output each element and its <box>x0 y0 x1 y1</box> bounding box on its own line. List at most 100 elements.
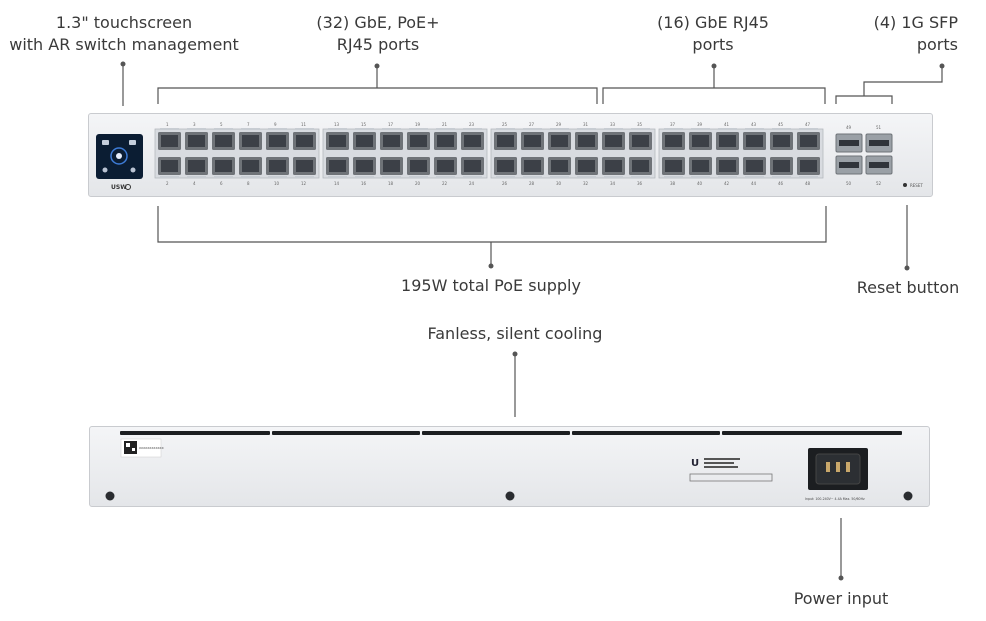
rj45-port-socket <box>605 135 622 147</box>
port-led <box>409 176 428 178</box>
power-inlet[interactable] <box>808 448 868 490</box>
port-number-bottom: 14 <box>334 181 340 186</box>
port-number-bottom: 36 <box>637 181 643 186</box>
port-number-bottom: 24 <box>469 181 475 186</box>
rj45-port-socket <box>356 135 373 147</box>
port-number-top: 13 <box>334 122 340 127</box>
screw-icon <box>903 491 913 501</box>
port-led <box>631 176 650 178</box>
gbe-ports-callout-line2: ports <box>692 35 734 54</box>
power-input-callout: Power input <box>793 589 889 608</box>
port-number-bottom: 34 <box>610 181 616 186</box>
port-led <box>355 176 374 178</box>
sfp-number-bottom: 50 <box>846 181 852 186</box>
port-led <box>577 128 596 130</box>
sfp-port-slot <box>869 162 889 168</box>
port-led <box>382 128 401 130</box>
rj45-port-socket <box>692 135 709 147</box>
port-number-top: 25 <box>502 122 508 127</box>
rj45-port-groups: 1234567891011121314151617181920212223242… <box>154 122 824 186</box>
port-number-bottom: 20 <box>415 181 421 186</box>
port-led <box>550 128 569 130</box>
port-led <box>436 128 455 130</box>
port-number-top: 41 <box>724 122 730 127</box>
device-label-text: XXXXXXXXXXXX <box>139 446 164 450</box>
spec-text-line <box>704 466 738 468</box>
port-number-bottom: 44 <box>751 181 757 186</box>
power-rating-text: Input: 100-240V~ 4.4A Max. 50/60Hz <box>805 497 865 501</box>
port-number-top: 21 <box>442 122 448 127</box>
port-led <box>295 128 314 130</box>
port-group-frame <box>490 128 656 179</box>
port-number-bottom: 4 <box>193 181 196 186</box>
touchscreen-callout-line2: with AR switch management <box>9 35 239 54</box>
port-led <box>463 176 482 178</box>
port-number-bottom: 40 <box>697 181 703 186</box>
port-group-frame <box>322 128 488 179</box>
port-group-frame <box>658 128 824 179</box>
rj45-port-socket <box>296 135 313 147</box>
rj45-port-socket <box>188 160 205 172</box>
port-number-top: 23 <box>469 122 475 127</box>
port-led <box>328 176 347 178</box>
brand-logo: USW <box>111 184 127 191</box>
port-led <box>436 176 455 178</box>
rj45-port-socket <box>632 135 649 147</box>
poe-supply-bracket <box>157 206 827 243</box>
rj45-port-socket <box>437 135 454 147</box>
port-led <box>355 128 374 130</box>
rj45-port-socket <box>497 160 514 172</box>
gbe-ports-callout: (16) GbE RJ45 ports <box>630 12 796 56</box>
vent-slot <box>120 431 270 435</box>
poe-supply-leader-dot <box>488 263 494 269</box>
port-number-bottom: 26 <box>502 181 508 186</box>
port-number-top: 11 <box>301 122 307 127</box>
port-led <box>799 176 818 178</box>
sfp-ports-callout-line1: (4) 1G SFP <box>873 13 958 32</box>
rj45-port-socket <box>800 135 817 147</box>
rj45-port-socket <box>242 135 259 147</box>
rj45-port-socket <box>383 135 400 147</box>
port-led <box>241 128 260 130</box>
rj45-port-socket <box>161 160 178 172</box>
compliance-marks: U <box>689 458 773 482</box>
vent-slot <box>722 431 902 435</box>
sfp-ports-callout: (4) 1G SFP ports <box>850 12 958 56</box>
rj45-port-socket <box>746 160 763 172</box>
port-led <box>295 176 314 178</box>
rj45-port-socket <box>551 135 568 147</box>
sfp-ports-leader-dot <box>939 63 945 69</box>
port-number-bottom: 46 <box>778 181 784 186</box>
port-led <box>718 176 737 178</box>
port-number-bottom: 30 <box>556 181 562 186</box>
port-number-top: 17 <box>388 122 394 127</box>
vent-slot <box>422 431 570 435</box>
port-number-top: 15 <box>361 122 367 127</box>
rj45-port-socket <box>524 160 541 172</box>
screw-icon <box>105 491 115 501</box>
port-led <box>799 128 818 130</box>
port-number-top: 37 <box>670 122 676 127</box>
rj45-port-socket <box>773 160 790 172</box>
rj45-port-socket <box>578 160 595 172</box>
rj45-port-socket <box>296 160 313 172</box>
port-number-bottom: 12 <box>301 181 307 186</box>
rj45-port-socket <box>464 160 481 172</box>
reset-pinhole[interactable] <box>903 183 907 187</box>
rj45-port-socket <box>464 135 481 147</box>
gbe-ports-callout-line1: (16) GbE RJ45 <box>657 13 769 32</box>
rj45-port-socket <box>383 160 400 172</box>
port-number-bottom: 6 <box>220 181 223 186</box>
rj45-port-socket <box>269 135 286 147</box>
rj45-port-socket <box>161 135 178 147</box>
port-number-top: 45 <box>778 122 784 127</box>
port-number-top: 19 <box>415 122 421 127</box>
port-led <box>772 176 791 178</box>
port-number-bottom: 32 <box>583 181 589 186</box>
port-led <box>268 176 287 178</box>
port-number-bottom: 10 <box>274 181 280 186</box>
port-led <box>463 128 482 130</box>
port-led <box>496 128 515 130</box>
reset-leader-dot <box>904 265 910 271</box>
